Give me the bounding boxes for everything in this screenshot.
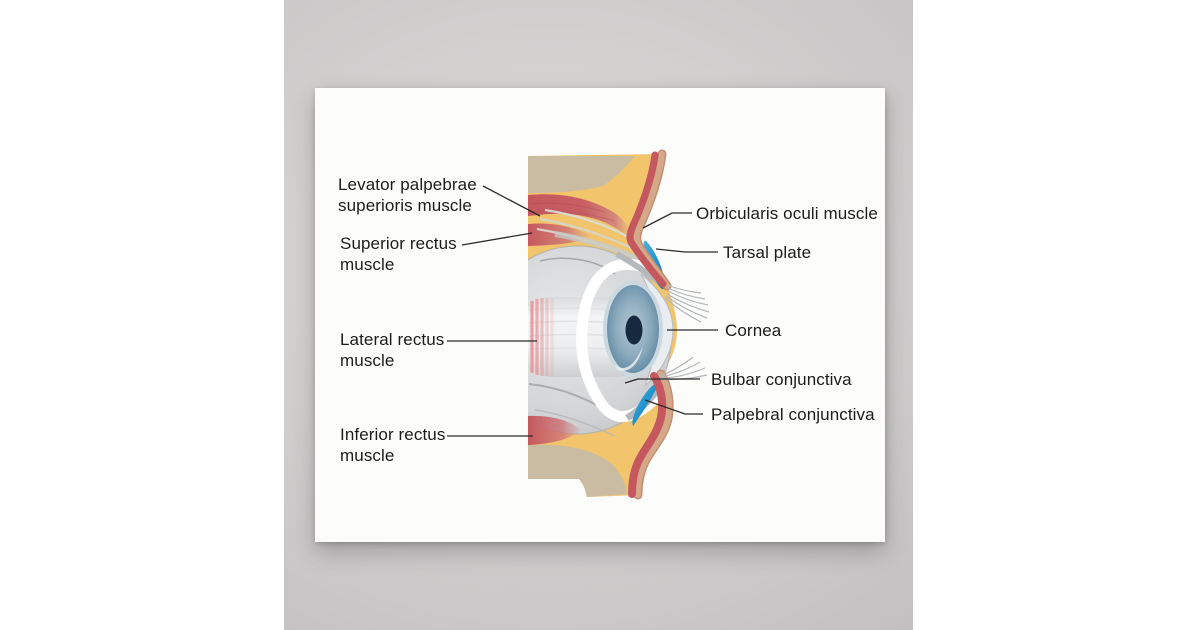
- leader-orbicularis: [642, 212, 692, 229]
- leader-palpebral-conjunctiva: [644, 399, 703, 415]
- label-palpebral-conjunctiva: Palpebral conjunctiva: [711, 405, 875, 424]
- label-superior-rectus-muscle: Superior rectus muscle: [340, 234, 457, 274]
- label-tarsal-plate: Tarsal plate: [723, 243, 812, 262]
- levator-striation: [528, 210, 616, 222]
- lateral-rectus-cut-stripes: [530, 298, 554, 376]
- palpebral-conjunctiva-strip: [632, 380, 661, 426]
- leader-tarsal-plate: [655, 248, 718, 253]
- cheek-tissue-band: [528, 444, 627, 497]
- levator-striation: [528, 202, 606, 213]
- levator-palpebrae-muscle: [528, 194, 629, 235]
- product-photo-wall: Levator palpebrae superioris muscle Supe…: [284, 0, 913, 630]
- brow-tissue-band: [528, 156, 635, 193]
- pupil: [625, 315, 643, 345]
- leader-superior-rectus: [461, 232, 533, 246]
- skin-lower: [635, 371, 673, 498]
- label-inferior-rectus-muscle: Inferior rectus muscle: [340, 425, 446, 465]
- inferior-rectus-muscle: [528, 415, 581, 445]
- orbicularis-oculi-upper: [626, 151, 667, 288]
- label-orbicularis-oculi-muscle: Orbicularis oculi muscle: [696, 204, 878, 223]
- label-lateral-rectus-muscle: Lateral rectus muscle: [340, 330, 445, 370]
- superior-tendon-band: [554, 231, 642, 263]
- label-cornea: Cornea: [725, 321, 782, 340]
- leader-bulbar-conjunctiva: [624, 378, 700, 384]
- inferior-fornix-line: [534, 409, 616, 437]
- orbicularis-oculi-lower: [628, 372, 667, 498]
- upper-eyelashes: [664, 284, 710, 323]
- leader-lines: [447, 185, 718, 437]
- label-levator-palpebrae-superioris-muscle: Levator palpebrae superioris muscle: [338, 175, 477, 215]
- leader-levator: [482, 185, 541, 217]
- eye-diagram-art: [447, 149, 718, 500]
- iris-highlight: [615, 346, 643, 372]
- label-bulbar-conjunctiva: Bulbar conjunctiva: [711, 370, 852, 389]
- eye-anatomy-poster[interactable]: Levator palpebrae superioris muscle Supe…: [315, 88, 885, 542]
